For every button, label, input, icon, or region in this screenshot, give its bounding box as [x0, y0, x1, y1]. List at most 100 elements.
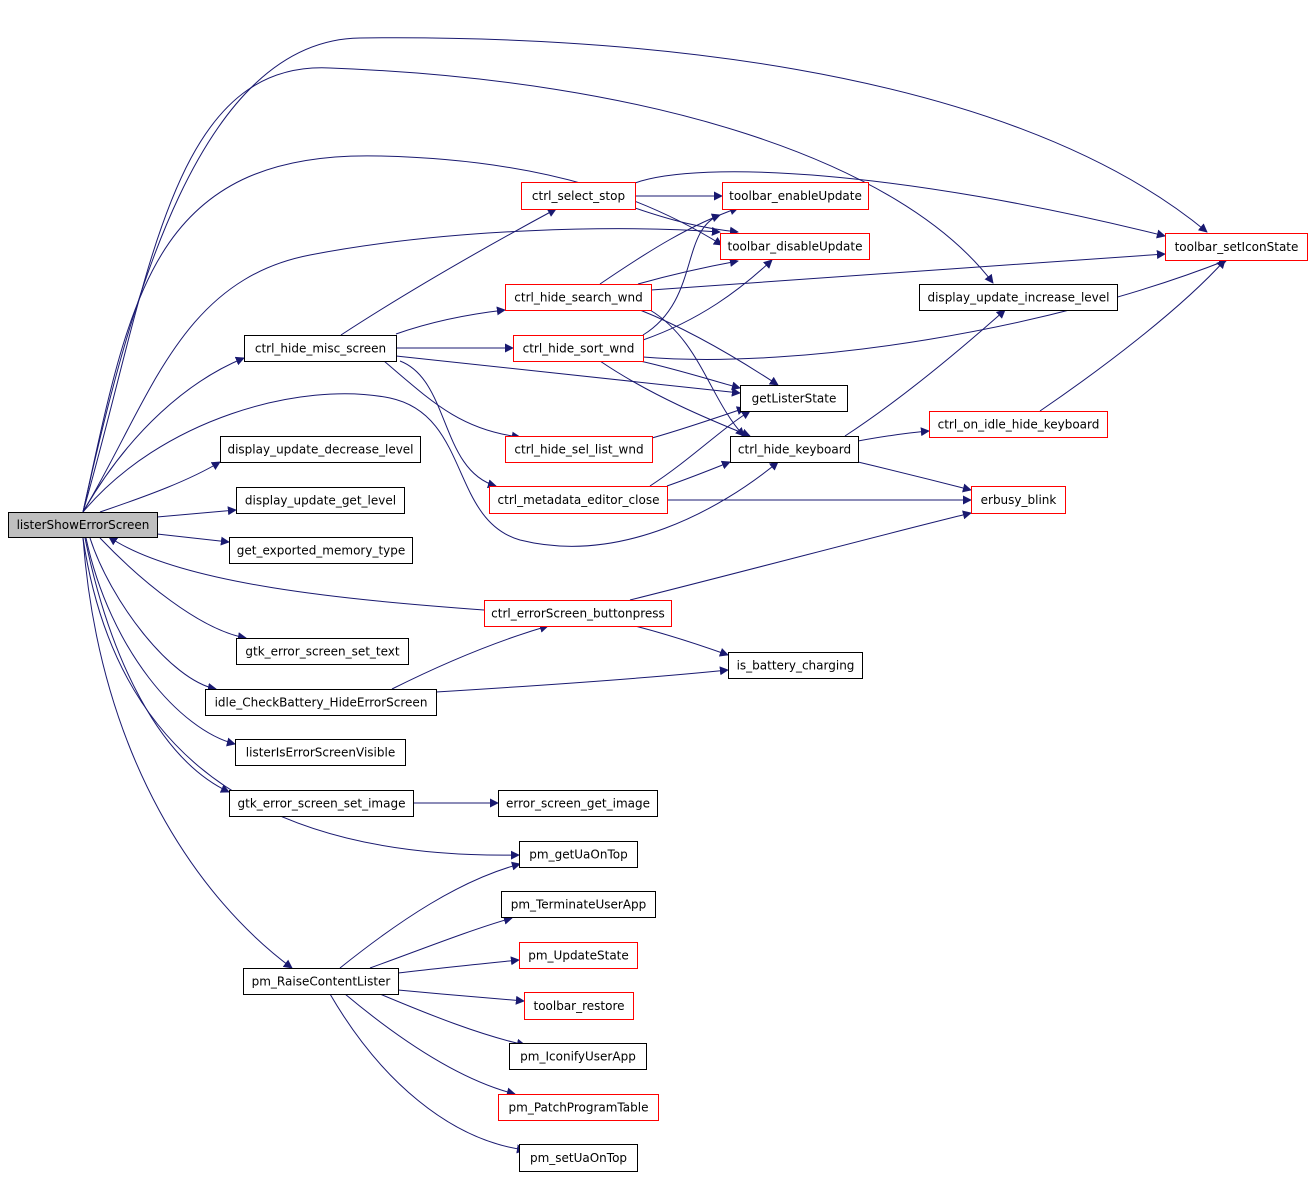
node-label: listerIsErrorScreenVisible	[246, 746, 395, 760]
node-box[interactable]	[505, 284, 652, 311]
node-box[interactable]	[730, 436, 859, 463]
node-label: ctrl_hide_sel_list_wnd	[514, 443, 643, 457]
node-label: toolbar_enableUpdate	[729, 189, 862, 203]
node-pm-setuaontop[interactable]: pm_setUaOnTop	[519, 1144, 638, 1172]
node-box[interactable]	[929, 411, 1108, 438]
node-box[interactable]	[1165, 233, 1308, 261]
node-display-update-decrease-level[interactable]: display_update_decrease_level	[220, 436, 421, 463]
node-box[interactable]	[740, 385, 848, 412]
node-box[interactable]	[728, 652, 863, 679]
node-ctrl-on-idle-hide-keyboard[interactable]: ctrl_on_idle_hide_keyboard	[929, 411, 1108, 438]
node-idle-checkbattery-hideerrorscreen[interactable]: idle_CheckBattery_HideErrorScreen	[205, 689, 437, 716]
node-box[interactable]	[519, 1144, 638, 1172]
node-box[interactable]	[519, 942, 638, 969]
node-label: toolbar_setIconState	[1175, 240, 1299, 254]
node-box[interactable]	[489, 486, 668, 514]
node-box[interactable]	[244, 335, 397, 362]
node-box[interactable]	[720, 233, 870, 260]
node-pm-raisecontentlister[interactable]: pm_RaiseContentLister	[243, 968, 399, 995]
node-display-update-get-level[interactable]: display_update_get_level	[236, 487, 405, 514]
node-pm-updatestate[interactable]: pm_UpdateState	[519, 942, 638, 969]
node-label: ctrl_hide_keyboard	[738, 443, 851, 457]
node-box[interactable]	[220, 436, 421, 463]
node-get-exported-memory-type[interactable]: get_exported_memory_type	[229, 537, 413, 564]
node-label: ctrl_hide_search_wnd	[514, 291, 642, 305]
node-box[interactable]	[229, 537, 413, 564]
edge-ctrl_hide_misc_screen-ctrl_hide_search_wnd	[395, 306, 506, 335]
node-display-update-increase-level[interactable]: display_update_increase_level	[919, 284, 1118, 311]
node-box[interactable]	[243, 968, 399, 995]
node-label: idle_CheckBattery_HideErrorScreen	[215, 696, 428, 710]
node-pm-terminateuserapp[interactable]: pm_TerminateUserApp	[501, 891, 656, 918]
edge-idle_CheckBattery_HideErrorScreen-ctrl_errorScreen_buttonpress	[391, 623, 549, 690]
edge-idle_CheckBattery_HideErrorScreen-is_battery_charging	[435, 666, 729, 693]
node-label: gtk_error_screen_set_text	[245, 645, 400, 659]
node-box[interactable]	[513, 335, 644, 362]
node-box[interactable]	[236, 487, 405, 514]
node-toolbar-disableupdate[interactable]: toolbar_disableUpdate	[720, 233, 870, 260]
edge-root-ctrl_hide_misc_screen	[82, 356, 245, 513]
node-ctrl-hide-sort-wnd[interactable]: ctrl_hide_sort_wnd	[513, 335, 644, 362]
node-box[interactable]	[521, 182, 636, 210]
node-toolbar-restore[interactable]: toolbar_restore	[524, 992, 634, 1020]
node-box[interactable]	[722, 182, 869, 210]
edge-root-display_update_decrease_level	[99, 461, 221, 513]
node-ctrl-select-stop[interactable]: ctrl_select_stop	[521, 182, 636, 210]
node-label: pm_getUaOnTop	[529, 848, 627, 862]
node-box[interactable]	[509, 1043, 647, 1070]
node-label: error_screen_get_image	[506, 797, 650, 811]
node-box[interactable]	[235, 739, 406, 766]
node-box[interactable]	[205, 689, 437, 716]
node-box[interactable]	[501, 891, 656, 918]
node-box[interactable]	[498, 1094, 659, 1121]
node-box[interactable]	[524, 992, 634, 1020]
node-label: pm_PatchProgramTable	[509, 1101, 649, 1115]
nodes: listerShowErrorScreenctrl_hide_misc_scre…	[8, 182, 1308, 1172]
node-toolbar-seticonstate[interactable]: toolbar_setIconState	[1165, 233, 1308, 261]
node-box[interactable]	[519, 841, 638, 868]
edge-ctrl_hide_misc_screen-ctrl_hide_sel_list_wnd	[383, 360, 521, 441]
node-box[interactable]	[236, 638, 409, 665]
node-box	[8, 512, 158, 538]
node-erbusy-blink[interactable]: erbusy_blink	[971, 486, 1066, 514]
node-pm-iconifyuserapp[interactable]: pm_IconifyUserApp	[509, 1043, 647, 1070]
edge-ctrl_hide_search_wnd-ctrl_hide_keyboard	[649, 309, 745, 437]
edge-pm_RaiseContentLister-pm_IconifyUserApp	[379, 993, 526, 1048]
node-box[interactable]	[919, 284, 1118, 311]
node-listeriserrorscreenvisible[interactable]: listerIsErrorScreenVisible	[235, 739, 406, 766]
node-getlisterstate[interactable]: getListerState	[740, 385, 848, 412]
edge-ctrl_select_stop-toolbar_setIconState	[634, 171, 1166, 239]
node-label: erbusy_blink	[981, 493, 1057, 507]
node-label: ctrl_metadata_editor_close	[498, 493, 660, 507]
edge-ctrl_hide_sort_wnd-toolbar_disableUpdate	[642, 259, 773, 341]
edge-root-gtk_error_screen_set_image	[84, 537, 230, 793]
node-label: display_update_get_level	[245, 494, 396, 508]
edge-root-toolbar_disableUpdate-2	[82, 226, 721, 513]
edge-ctrl_hide_search_wnd-toolbar_enableUpdate	[599, 206, 739, 285]
node-ctrl-metadata-editor-close[interactable]: ctrl_metadata_editor_close	[489, 486, 668, 514]
node-ctrl-hide-keyboard[interactable]: ctrl_hide_keyboard	[730, 436, 859, 463]
node-ctrl-hide-misc-screen[interactable]: ctrl_hide_misc_screen	[244, 335, 397, 362]
node-ctrl-hide-sel-list-wnd[interactable]: ctrl_hide_sel_list_wnd	[505, 436, 653, 463]
edge-ctrl_errorScreen_buttonpress-erbusy_blink	[629, 510, 972, 601]
node-toolbar-enableupdate[interactable]: toolbar_enableUpdate	[722, 182, 869, 210]
node-ctrl-hide-search-wnd[interactable]: ctrl_hide_search_wnd	[505, 284, 652, 311]
node-gtk-error-screen-set-text[interactable]: gtk_error_screen_set_text	[236, 638, 409, 665]
node-error-screen-get-image[interactable]: error_screen_get_image	[498, 790, 658, 817]
node-box[interactable]	[229, 790, 414, 817]
node-is-battery-charging[interactable]: is_battery_charging	[728, 652, 863, 679]
node-box[interactable]	[971, 486, 1066, 514]
node-box[interactable]	[484, 600, 672, 627]
node-label: pm_RaiseContentLister	[252, 975, 391, 989]
node-pm-getuaontop[interactable]: pm_getUaOnTop	[519, 841, 638, 868]
node-label: ctrl_hide_misc_screen	[255, 342, 386, 356]
edge-pm_RaiseContentLister-pm_getUaOnTop	[339, 861, 521, 969]
node-ctrl-errorscreen-buttonpress[interactable]: ctrl_errorScreen_buttonpress	[484, 600, 672, 627]
edge-pm_RaiseContentLister-toolbar_restore	[397, 989, 525, 1005]
node-box[interactable]	[505, 436, 653, 463]
node-box[interactable]	[498, 790, 658, 817]
node-gtk-error-screen-set-image[interactable]: gtk_error_screen_set_image	[229, 790, 414, 817]
edge-root-get_exported_memory_type	[156, 533, 230, 546]
node-pm-patchprogramtable[interactable]: pm_PatchProgramTable	[498, 1094, 659, 1121]
